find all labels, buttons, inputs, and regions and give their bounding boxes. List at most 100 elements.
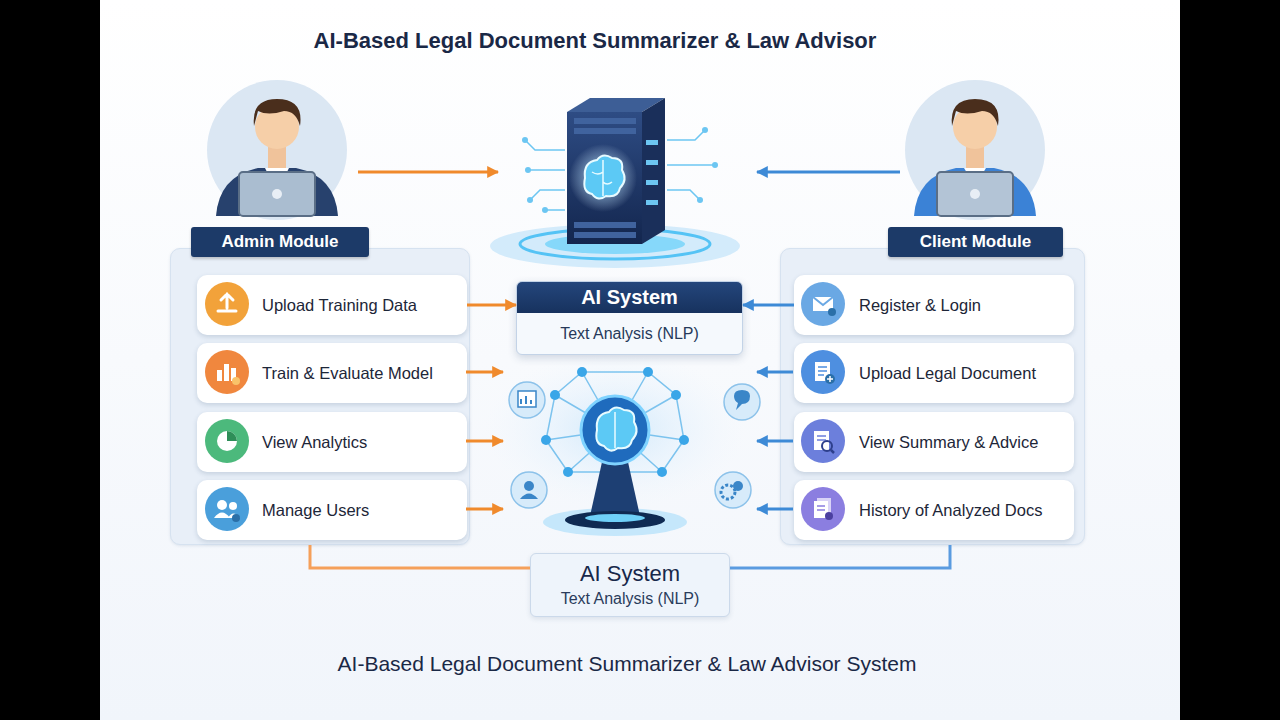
analytics-icon (205, 419, 249, 463)
admin-avatar (207, 80, 347, 220)
flow-arrows (757, 440, 793, 443)
users-icon (217, 500, 227, 510)
history-icon (801, 487, 845, 531)
system-subtitle: Text Analysis (NLP) (517, 313, 742, 354)
history-icon (814, 501, 828, 518)
feature-bubbles (509, 382, 545, 418)
system-subtitle: Text Analysis (NLP) (561, 590, 700, 608)
server-illustration (574, 128, 636, 134)
client-avatar (970, 189, 980, 199)
client-function-box: Register & Login (794, 275, 1074, 335)
connector-layer (310, 305, 950, 568)
history-icon (801, 487, 845, 531)
document-upload-icon (818, 367, 827, 375)
module-panel: Admin ModuleUpload Training DataTrain & … (170, 248, 470, 545)
client-avatar (905, 80, 1045, 220)
system-heading: AI System (580, 562, 680, 586)
connector-arrow (743, 304, 794, 307)
neural-network-illustration (585, 514, 645, 522)
flow-arrows (757, 171, 900, 174)
client-avatar (952, 99, 999, 126)
neural-network-illustration (590, 462, 640, 516)
neural-network-illustration (550, 390, 560, 400)
feature-bubbles (509, 382, 760, 508)
neural-network-illustration (577, 367, 587, 377)
server-illustration (667, 130, 715, 200)
users-icon (229, 502, 237, 510)
admin-function-box: Manage Users (197, 480, 467, 540)
document-upload-icon (801, 350, 845, 394)
admin-avatar (268, 146, 286, 168)
flow-arrows (757, 371, 793, 374)
admin-avatar (216, 168, 338, 216)
analytics-icon (217, 431, 237, 451)
function-label: Manage Users (262, 501, 369, 520)
document-upload-icon (801, 350, 845, 394)
flow-arrows (466, 508, 503, 511)
feature-bubbles (521, 396, 531, 404)
neural-network-illustration (485, 352, 745, 536)
upload-icon (218, 294, 236, 311)
function-label: Upload Training Data (262, 296, 417, 315)
neural-network-illustration (679, 435, 689, 445)
connector-arrow (310, 545, 530, 568)
neural-network-illustration (563, 467, 573, 477)
feature-bubbles (520, 494, 538, 500)
neural-network-illustration (596, 407, 636, 450)
server-illustration (646, 200, 658, 205)
server-illustration (569, 144, 637, 212)
module-heading: Client Module (888, 227, 1063, 257)
neural-network-illustration (643, 367, 653, 377)
server-illustration (527, 197, 533, 203)
server-illustration (574, 222, 636, 228)
server-illustration (646, 180, 658, 185)
client-avatar (905, 80, 1045, 220)
server-illustration (592, 160, 612, 196)
server-illustration (712, 162, 718, 168)
client-avatar (937, 172, 1013, 216)
flow-arrows (466, 440, 503, 443)
history-icon (825, 512, 833, 520)
flow-arrows (757, 508, 793, 511)
users-icon (205, 487, 249, 531)
client-avatar (914, 168, 1036, 216)
server-illustration (642, 98, 665, 244)
feature-bubbles (524, 481, 534, 491)
function-label: Train & Evaluate Model (262, 364, 433, 383)
client-function-box: Upload Legal Document (794, 343, 1074, 403)
server-illustration (525, 140, 565, 210)
diagram-caption: AI-Based Legal Document Summarizer & Law… (0, 652, 1254, 676)
server-illustration (490, 98, 740, 268)
server-illustration (574, 118, 636, 124)
neural-network-illustration (546, 372, 684, 472)
ai-system-box: AI SystemText Analysis (NLP) (516, 281, 743, 355)
neural-network-illustration (581, 396, 649, 464)
chart-icon (231, 368, 236, 381)
login-icon (801, 282, 845, 326)
flow-arrows (358, 172, 900, 509)
feature-bubbles (511, 472, 547, 508)
neural-network-illustration (614, 412, 616, 448)
admin-avatar (239, 172, 315, 216)
admin-function-box: View Analytics (197, 412, 467, 472)
connector-arrow (467, 304, 516, 307)
admin-avatar (254, 99, 301, 126)
neural-network-illustration (565, 511, 665, 529)
login-icon (813, 297, 833, 305)
module-panel: Client ModuleRegister & LoginUpload Lega… (780, 248, 1085, 545)
flow-arrows (358, 171, 498, 174)
server-illustration (522, 137, 528, 143)
users-icon (205, 487, 249, 531)
server-illustration (525, 167, 531, 173)
login-icon (828, 308, 836, 316)
server-illustration (646, 160, 658, 165)
chart-icon (224, 364, 229, 381)
chart-icon (217, 370, 222, 381)
history-icon (817, 498, 831, 515)
client-avatar (966, 146, 984, 168)
summary-icon (822, 441, 832, 451)
client-function-box: History of Analyzed Docs (794, 480, 1074, 540)
